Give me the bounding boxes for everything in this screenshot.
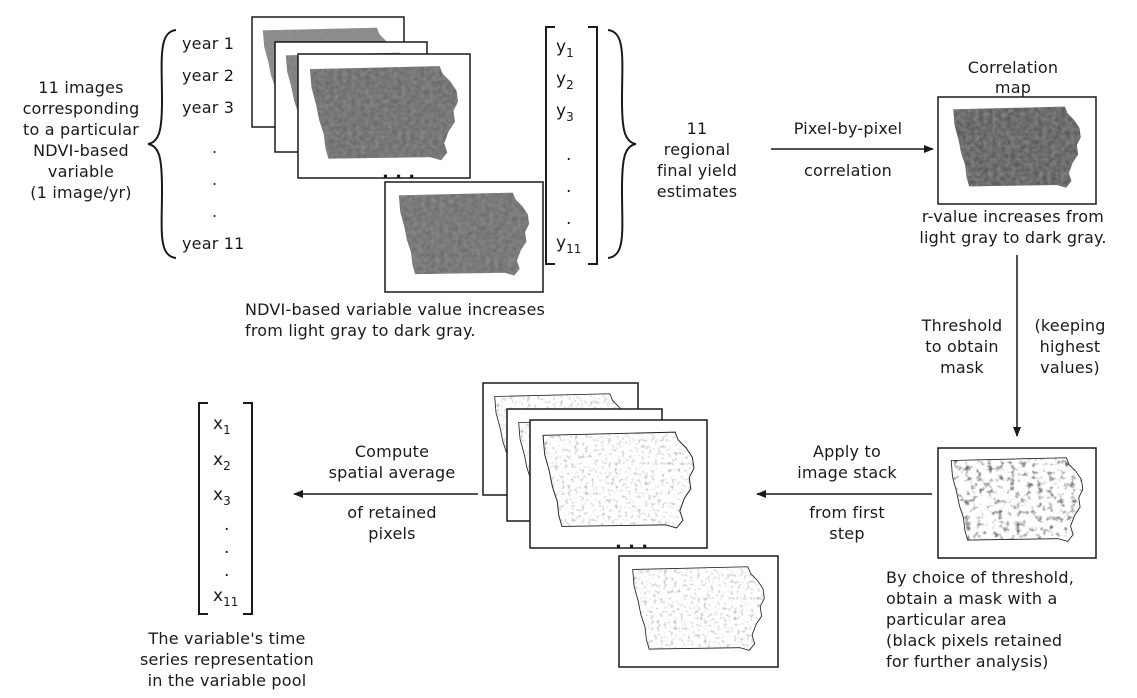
apply-line: Apply to <box>813 442 881 461</box>
apply-arrow-bottom-label: from first step <box>809 503 885 543</box>
apply-line: from first <box>809 503 885 522</box>
title-line: Correlation <box>968 58 1058 77</box>
y-entry: . <box>566 145 571 165</box>
mask-image <box>937 447 1097 559</box>
year-label: year 1 <box>182 34 234 53</box>
x-entry: x1 <box>213 414 231 437</box>
threshold-line: Threshold <box>921 316 1003 335</box>
left-curly-brace <box>147 29 177 259</box>
x-entry: . <box>224 561 229 581</box>
caption-line: (black pixels retained <box>886 631 1062 650</box>
caption-line: By choice of threshold, <box>886 568 1074 587</box>
caption-line: series representation <box>140 650 314 669</box>
caption-line: for further analysis) <box>886 652 1049 671</box>
year-label: . <box>212 138 217 157</box>
y-entry: y3 <box>556 101 574 124</box>
y-vector-entries: y1 y2 y3 . . . y11 <box>556 37 581 256</box>
average-line: Compute <box>355 442 429 461</box>
year-label: year 2 <box>182 66 234 85</box>
x-entry: . <box>224 538 229 558</box>
y-entry: . <box>566 209 571 229</box>
year-label: year 3 <box>182 98 234 117</box>
correlation-map-title: Correlation map <box>968 58 1058 97</box>
x-entry: . <box>224 515 229 535</box>
x-vector-right-bracket <box>243 402 253 615</box>
average-arrow-bottom-label: of retained pixels <box>347 503 436 543</box>
caption-line: r-value increases from <box>922 207 1104 226</box>
x-vector-left-bracket <box>198 402 208 615</box>
masked-image-year-3 <box>529 419 708 549</box>
correlation-arrow-bottom-label: correlation <box>804 161 892 180</box>
yield-line: final yield <box>657 161 737 180</box>
description-line: NDVI-based <box>33 141 129 160</box>
average-line: spatial average <box>329 463 456 482</box>
average-line: of retained <box>347 503 436 522</box>
y-entry: y1 <box>556 37 574 60</box>
threshold-line: to obtain <box>925 337 999 356</box>
year-label: year 11 <box>182 234 245 253</box>
threshold-line: highest <box>1040 337 1101 356</box>
average-arrow-top-label: Compute spatial average <box>329 442 456 482</box>
description-line: (1 image/yr) <box>30 183 131 202</box>
caption-line: from light gray to dark gray. <box>245 321 476 340</box>
caption-line: The variable's time <box>147 629 305 648</box>
caption-line: obtain a mask with a <box>886 589 1058 608</box>
average-line: pixels <box>368 524 415 543</box>
x-vector-entries: x1 x2 x3 . . . x11 <box>213 414 238 609</box>
y-vector-curly-brace <box>607 29 637 259</box>
year-label: . <box>212 202 217 221</box>
y-vector-left-bracket <box>545 26 555 265</box>
apply-line: image stack <box>797 463 897 482</box>
threshold-left-label: Threshold to obtain mask <box>921 316 1003 377</box>
correlation-arrow-top-label: Pixel-by-pixel <box>794 119 903 138</box>
y-vector-right-bracket <box>588 26 598 265</box>
y-entry: y11 <box>556 233 581 256</box>
year-labels: year 1 year 2 year 3 . . . year 11 <box>182 34 245 253</box>
left-description: 11 images corresponding to a particular … <box>23 78 140 202</box>
masked-stack-ellipsis: . . . <box>615 532 648 553</box>
correlation-map-caption: r-value increases from light gray to dar… <box>919 207 1106 247</box>
yield-estimates-label: 11 regional final yield estimates <box>657 119 738 201</box>
apply-arrow-top-label: Apply to image stack <box>797 442 897 482</box>
description-line: variable <box>48 162 114 181</box>
description-line: to a particular <box>23 120 139 139</box>
x-vector-caption: The variable's time series representatio… <box>140 629 314 690</box>
ndvi-image-year-11 <box>384 181 544 293</box>
masked-image-year-11 <box>618 555 779 668</box>
stack-ellipsis: . . . <box>382 162 415 183</box>
yield-line: regional <box>664 140 730 159</box>
threshold-line: (keeping <box>1034 316 1105 335</box>
caption-line: light gray to dark gray. <box>919 228 1106 247</box>
x-entry: x3 <box>213 485 231 508</box>
y-entry: y2 <box>556 69 574 92</box>
caption-line: NDVI-based variable value increases <box>245 300 545 319</box>
mask-caption: By choice of threshold, obtain a mask wi… <box>886 568 1074 671</box>
yield-line: estimates <box>657 182 738 201</box>
correlation-map-image <box>937 96 1097 205</box>
ndvi-image-year-3 <box>297 53 471 179</box>
caption-line: particular area <box>886 610 1007 629</box>
ndvi-image-stack: . . . <box>251 16 544 293</box>
caption-line: in the variable pool <box>148 671 307 690</box>
yield-line: 11 <box>687 119 708 138</box>
year-label: . <box>212 170 217 189</box>
title-line: map <box>995 78 1031 97</box>
threshold-right-label: (keeping highest values) <box>1034 316 1105 377</box>
masked-image-stack: . . . <box>482 382 779 668</box>
y-entry: . <box>566 177 571 197</box>
apply-line: step <box>829 524 864 543</box>
description-line: corresponding <box>23 99 140 118</box>
threshold-line: values) <box>1040 358 1100 377</box>
x-entry: x11 <box>213 586 238 609</box>
x-entry: x2 <box>213 450 231 473</box>
top-stack-caption: NDVI-based variable value increases from… <box>245 300 545 340</box>
threshold-line: mask <box>940 358 984 377</box>
description-line: 11 images <box>38 78 123 97</box>
